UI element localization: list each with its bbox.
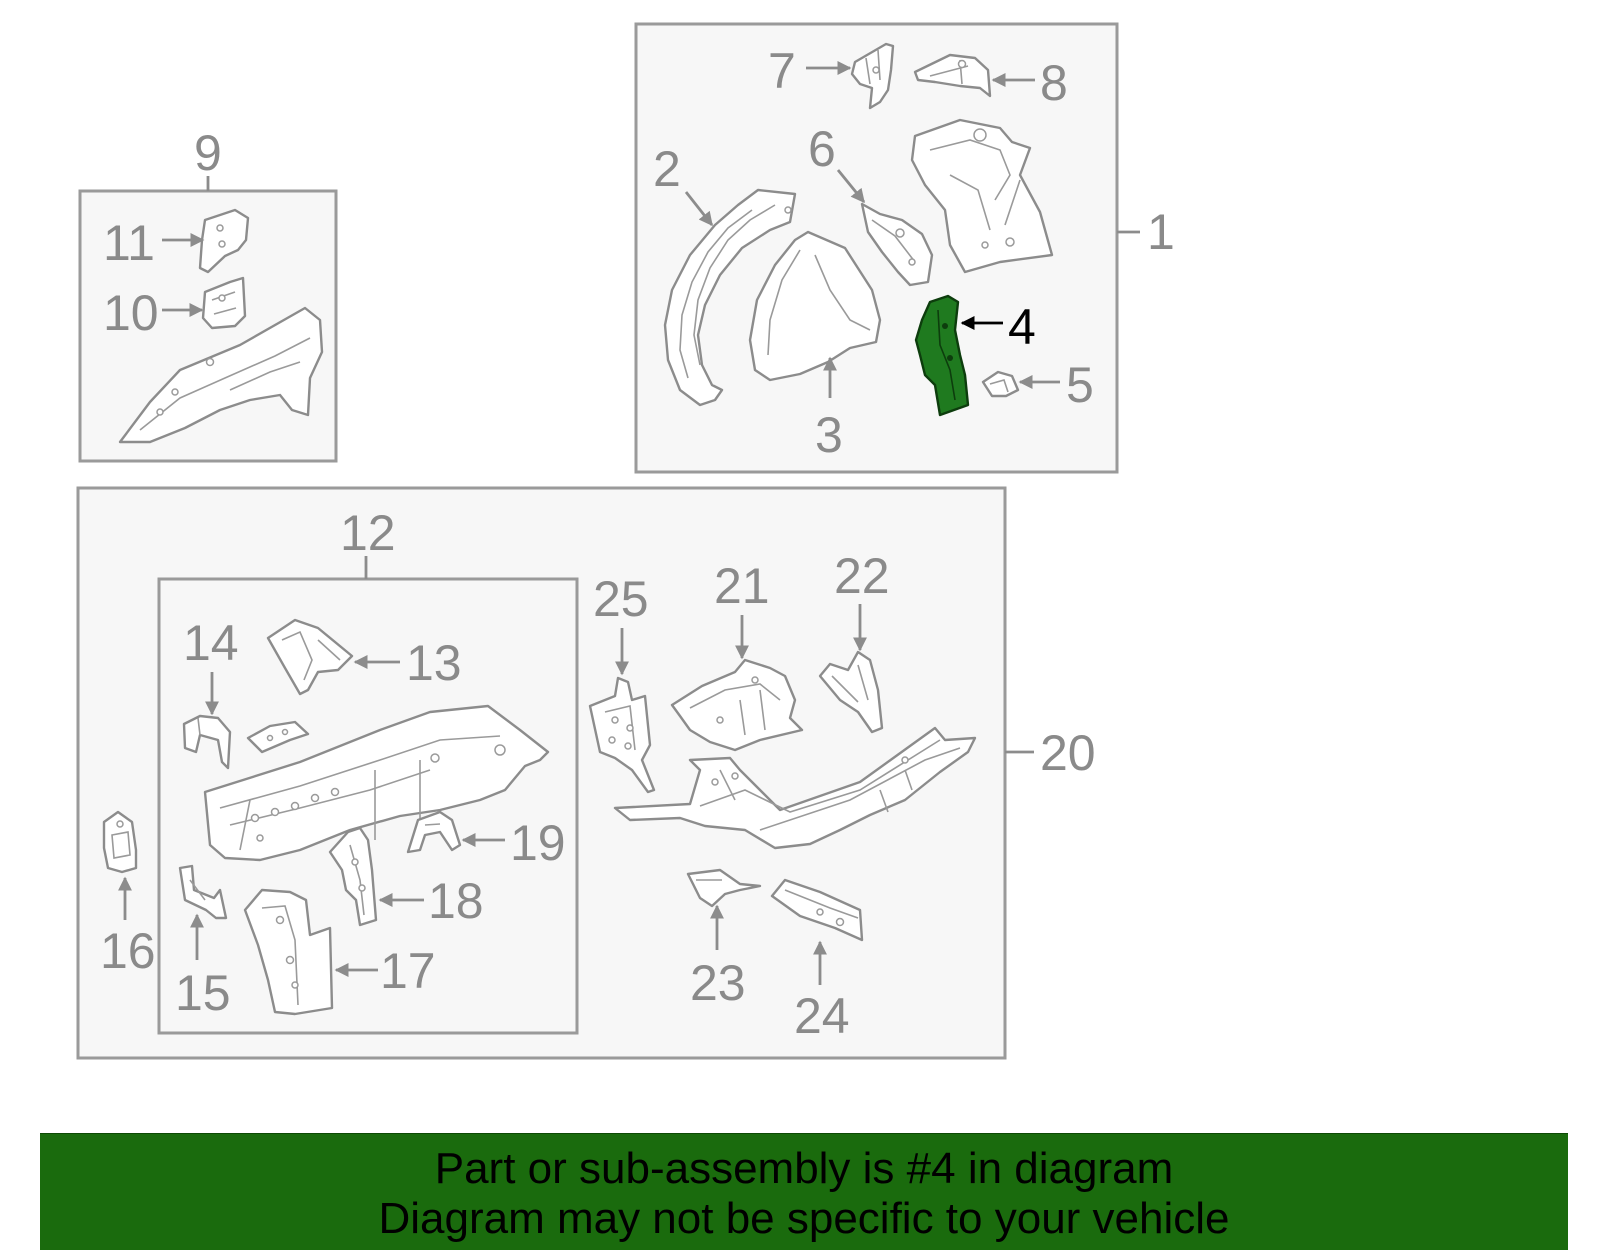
callout-25: 25	[593, 571, 649, 627]
part-24-bracket: 24	[770, 878, 864, 1044]
callout-6: 6	[808, 121, 836, 177]
callout-8: 8	[1040, 55, 1068, 111]
part-19-bracket: 19	[406, 810, 566, 871]
callout-22: 22	[834, 548, 890, 604]
callout-20: 20	[1040, 725, 1096, 781]
callout-23: 23	[690, 955, 746, 1011]
part-17-bracket: 17	[243, 888, 436, 1016]
part-8-bracket: 8	[913, 53, 1068, 111]
callout-17: 17	[380, 943, 436, 999]
part-23-bracket: 23	[686, 868, 762, 1011]
info-banner: Part or sub-assembly is #4 in diagram Di…	[40, 1133, 1568, 1250]
callout-5: 5	[1066, 357, 1094, 413]
part-18-bracket: 18	[328, 826, 484, 929]
part-22-bracket: 22	[818, 548, 890, 734]
part-front-rail	[203, 704, 550, 862]
part-front-rail-extension	[118, 306, 324, 444]
part-14-bracket: 14	[182, 615, 239, 770]
callout-21: 21	[714, 558, 770, 614]
callout-3: 3	[815, 407, 843, 463]
callout-4: 4	[1008, 299, 1036, 355]
callout-13: 13	[406, 635, 462, 691]
banner-line-1: Part or sub-assembly is #4 in diagram	[434, 1144, 1174, 1193]
callout-7: 7	[768, 43, 796, 99]
part-3-wheelhouse-inner: 3	[748, 230, 882, 463]
part-13-bracket: 13	[266, 618, 462, 696]
part-strut-tower	[910, 118, 1054, 274]
callout-24: 24	[794, 988, 850, 1044]
part-main-rail-assembly	[613, 726, 977, 850]
banner-line-2: Diagram may not be specific to your vehi…	[378, 1194, 1230, 1243]
callout-2: 2	[653, 141, 681, 197]
callout-19: 19	[510, 815, 566, 871]
part-10-bracket: 10	[103, 276, 247, 341]
part-4-highlighted: 4	[914, 294, 1036, 417]
callout-10: 10	[103, 285, 159, 341]
callout-16: 16	[100, 923, 156, 979]
callout-18: 18	[428, 873, 484, 929]
callout-12: 12	[340, 505, 396, 561]
part-5-clip: 5	[981, 357, 1094, 413]
callout-9: 9	[194, 125, 222, 181]
part-21-panel: 21	[670, 558, 804, 752]
part-6-bracket: 6	[808, 121, 934, 287]
part-15-bracket: 15	[175, 864, 231, 1021]
callout-15: 15	[175, 965, 231, 1021]
part-11-bracket: 11	[103, 208, 250, 274]
part-25-bracket: 25	[588, 571, 656, 794]
part-small-plate	[246, 720, 310, 754]
part-2-wheelhouse-outer: 2	[653, 141, 797, 407]
callout-1: 1	[1147, 204, 1175, 260]
callout-11: 11	[103, 215, 155, 271]
part-7-bracket: 7	[768, 42, 895, 110]
callout-14: 14	[183, 615, 239, 671]
part-16-bracket: 16	[100, 810, 156, 979]
